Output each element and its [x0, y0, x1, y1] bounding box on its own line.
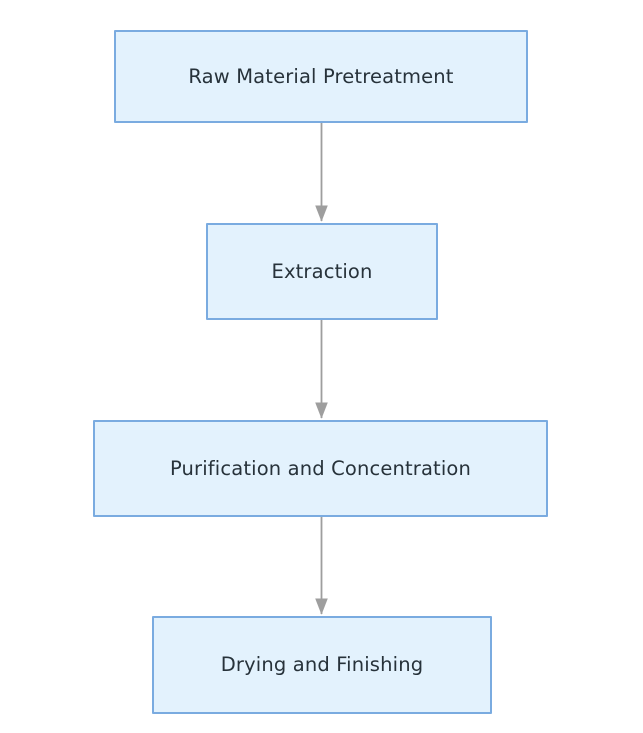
flow-node-label: Raw Material Pretreatment: [188, 64, 454, 88]
flow-node-label: Drying and Finishing: [220, 653, 424, 677]
flow-node-extraction[interactable]: Extraction: [206, 223, 438, 320]
flow-node-purification-and-concentration[interactable]: Purification and Concentration: [93, 420, 548, 517]
flow-node-label: Purification and Concentration: [169, 456, 472, 480]
flow-node-label: Extraction: [271, 259, 373, 283]
flow-node-raw-material-pretreatment[interactable]: Raw Material Pretreatment: [114, 30, 528, 123]
flow-node-drying-and-finishing[interactable]: Drying and Finishing: [152, 616, 492, 714]
